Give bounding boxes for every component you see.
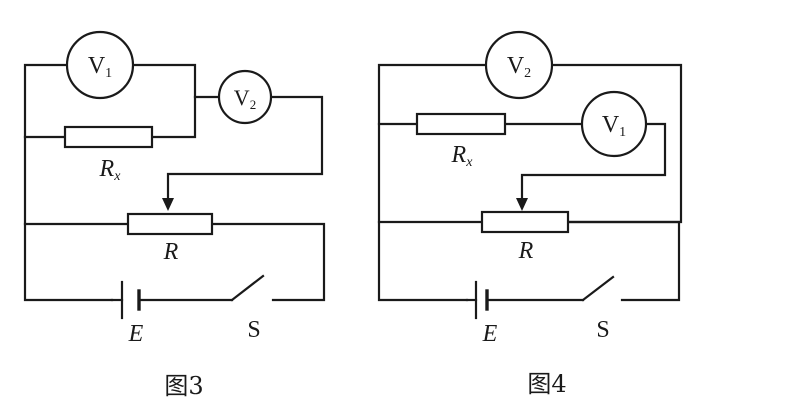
fig4-caption: 图4	[527, 370, 566, 398]
fig3-rheostat-right-wire	[210, 222, 326, 302]
fig4-v1-label: V1	[602, 112, 626, 140]
fig3-rx-right-wire	[150, 95, 197, 139]
fig3-rx-label: Rx	[99, 156, 122, 184]
fig3-slider-arrow	[162, 198, 174, 211]
fig4-v1-right-wire	[520, 122, 667, 200]
fig4-switch-blade	[581, 275, 615, 302]
fig3-v1-label: V1	[88, 53, 112, 81]
fig3-switch-blade	[230, 274, 265, 302]
fig3-s-label: S	[247, 317, 260, 343]
fig4-voltmeter-v2	[484, 30, 554, 100]
fig4-s-label: S	[596, 317, 609, 343]
fig4-slider-arrow	[516, 198, 528, 211]
fig4-voltmeter-v1	[580, 90, 648, 158]
fig4-top-wire	[377, 63, 489, 302]
fig3-rheostat	[126, 212, 214, 236]
fig4-rheostat	[480, 210, 570, 234]
fig3-v2-label: V2	[234, 85, 256, 112]
fig4-e-label: E	[482, 321, 498, 347]
fig3-voltmeter-v2	[217, 69, 273, 125]
fig4-rheostat-right-wire	[566, 220, 681, 302]
fig4-r-label: R	[518, 238, 534, 264]
fig3-caption: 图3	[164, 372, 203, 400]
fig3-v2-right-wire	[166, 95, 324, 200]
fig3-v1-right-wire	[131, 63, 221, 99]
fig3-e-label: E	[128, 321, 144, 347]
fig4-rx-label: Rx	[451, 142, 474, 170]
fig3-top-wire	[23, 63, 114, 302]
fig3-voltmeter-v1	[65, 30, 135, 100]
fig4-rx-resistor	[415, 112, 507, 136]
figure-4: V2 V1 Rx R E S 图4	[377, 30, 683, 398]
fig3-rx-resistor	[63, 125, 154, 149]
fig4-v2-label: V2	[507, 53, 531, 81]
figure-3: V1 V2 Rx R E S 图3	[23, 30, 326, 400]
fig3-r-label: R	[163, 239, 179, 265]
